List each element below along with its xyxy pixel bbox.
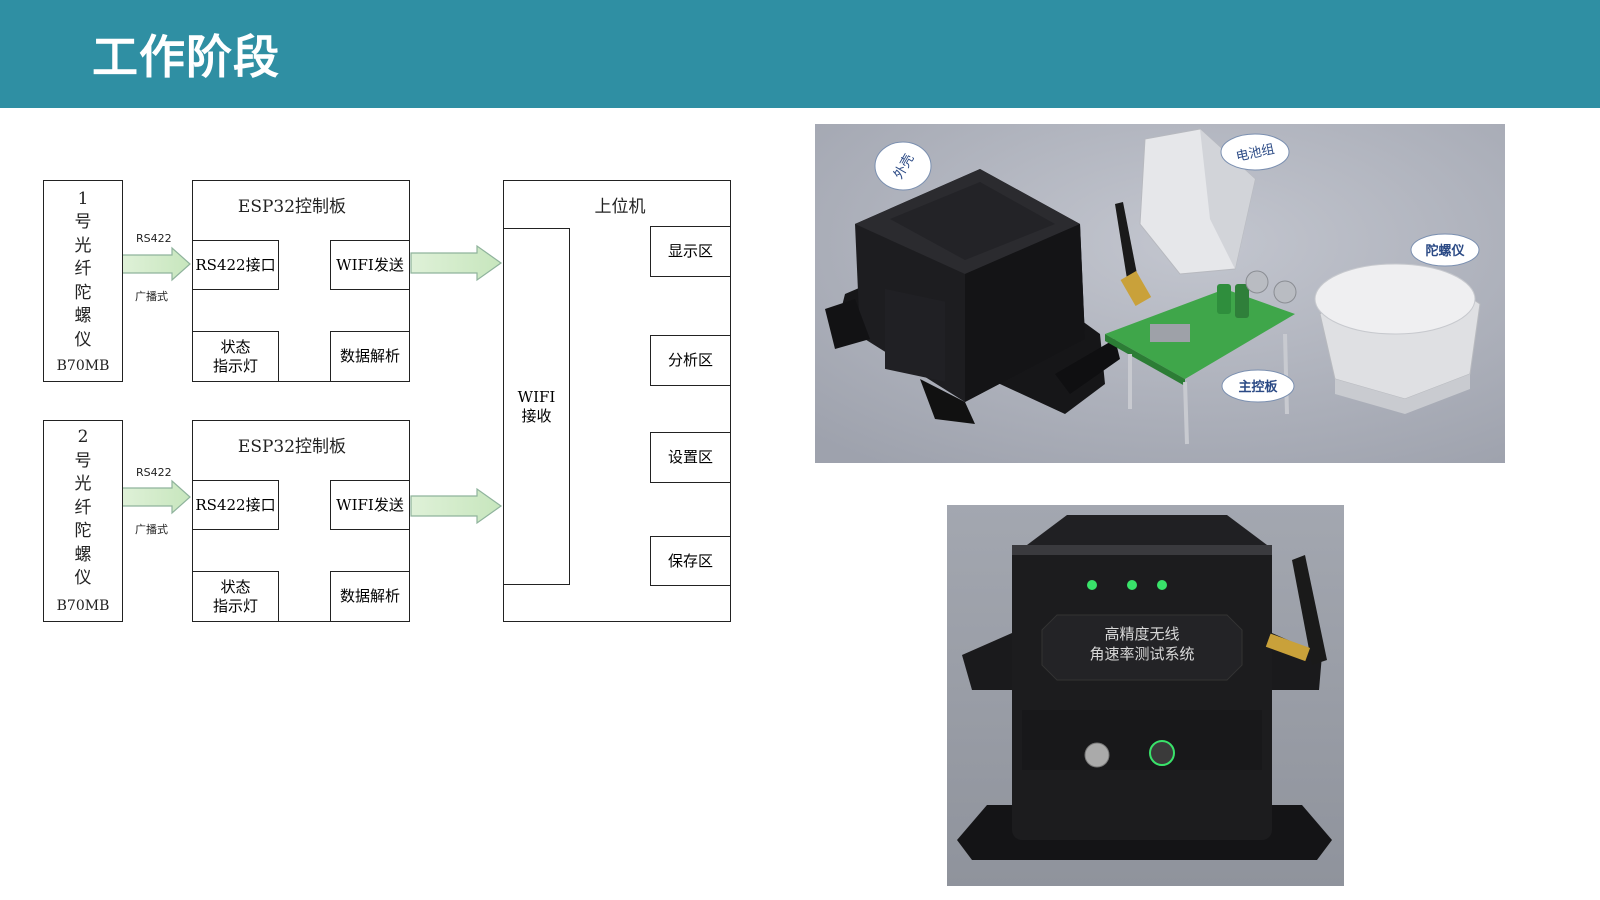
board2-wifi-send: WIFI发送 bbox=[330, 480, 410, 530]
main-board bbox=[1105, 270, 1297, 445]
page-title: 工作阶段 bbox=[92, 30, 280, 84]
assembled-device-drawing: 高精度无线 角速率测试系统 bbox=[947, 505, 1344, 886]
host-title: 上位机 bbox=[594, 197, 646, 217]
arrow-board1-to-host bbox=[410, 244, 503, 282]
arrow-gyro2-to-board2 bbox=[121, 479, 191, 515]
gyro2-number: 2 bbox=[77, 427, 89, 447]
gyro2-model: B70MB bbox=[56, 598, 110, 614]
gyro2-box bbox=[43, 420, 123, 622]
exploded-view-drawing: 外壳 电池组 陀螺仪 主控板 bbox=[815, 124, 1505, 463]
board1-title: ESP32控制板 bbox=[237, 197, 347, 217]
host-wifi-receive: WIFI 接收 bbox=[503, 228, 570, 585]
knob bbox=[1084, 742, 1110, 768]
assembled-device-image: 高精度无线 角速率测试系统 bbox=[947, 505, 1344, 886]
host-save-zone: 保存区 bbox=[650, 536, 731, 586]
board2-title: ESP32控制板 bbox=[237, 437, 347, 457]
exploded-view-image: 外壳 电池组 陀螺仪 主控板 bbox=[815, 124, 1505, 463]
header-bar: 工作阶段 bbox=[0, 0, 1600, 108]
svg-text:主控板: 主控板 bbox=[1238, 379, 1278, 395]
battery-pack bbox=[1139, 128, 1256, 275]
power-button bbox=[1149, 740, 1175, 766]
link2-protocol: RS422 bbox=[136, 466, 172, 479]
callout-gyroscope: 陀螺仪 bbox=[1410, 233, 1480, 267]
svg-text:高精度无线: 高精度无线 bbox=[1104, 625, 1179, 643]
gyro1-model: B70MB bbox=[56, 358, 110, 374]
board2-data-parse: 数据解析 bbox=[330, 571, 410, 622]
antenna-part bbox=[1115, 202, 1152, 306]
host-display-zone: 显示区 bbox=[650, 226, 731, 277]
arrow-gyro1-to-board1 bbox=[121, 246, 191, 282]
svg-text:角速率测试系统: 角速率测试系统 bbox=[1089, 645, 1194, 663]
board1-wifi-send: WIFI发送 bbox=[330, 240, 410, 290]
board2-status-led: 状态 指示灯 bbox=[192, 571, 279, 622]
gyro1-box bbox=[43, 180, 123, 382]
svg-text:陀螺仪: 陀螺仪 bbox=[1425, 243, 1465, 259]
arrow-board2-to-host bbox=[410, 487, 503, 525]
board1-status-led: 状态 指示灯 bbox=[192, 331, 279, 382]
host-settings-zone: 设置区 bbox=[650, 432, 731, 483]
led-1 bbox=[1087, 580, 1097, 590]
callout-mainboard: 主控板 bbox=[1221, 369, 1295, 403]
link2-mode: 广播式 bbox=[135, 523, 168, 536]
link1-mode: 广播式 bbox=[135, 290, 168, 303]
led-2 bbox=[1127, 580, 1137, 590]
board2-rs422-port: RS422接口 bbox=[192, 480, 279, 530]
housing-shell bbox=[825, 169, 1120, 424]
callout-battery: 电池组 bbox=[1220, 133, 1290, 171]
board1-data-parse: 数据解析 bbox=[330, 331, 410, 382]
led-3 bbox=[1157, 580, 1167, 590]
link1-protocol: RS422 bbox=[136, 232, 172, 245]
gyro1-number: 1 bbox=[77, 189, 89, 209]
gyroscope-part bbox=[1314, 263, 1481, 414]
callout-shell: 外壳 bbox=[874, 141, 932, 191]
host-analysis-zone: 分析区 bbox=[650, 335, 731, 386]
board1-rs422-port: RS422接口 bbox=[192, 240, 279, 290]
